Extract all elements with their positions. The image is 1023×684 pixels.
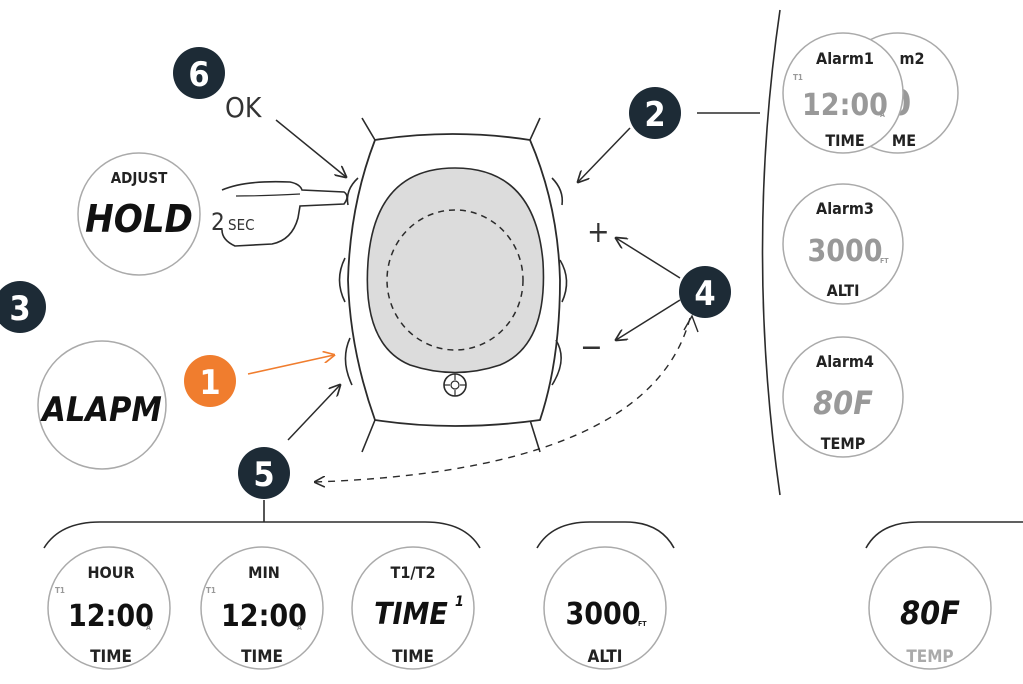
step-badge-2: 2 [629,87,681,139]
arrow-ok [275,119,346,177]
hour-setting-display: HOUR T1 12:00 A TIME [47,546,171,670]
alti-value: 3000 [565,597,640,632]
step-badge-1: 1 [184,355,236,407]
hour-sub: A [146,624,151,632]
step-number-6: 6 [188,55,209,95]
step-number-1: 1 [199,363,220,403]
button-up[interactable] [551,177,564,206]
alarm1-value: 12:00 [802,88,888,123]
alarm2-title: m2 [899,49,924,68]
hour-title: HOUR [87,563,134,582]
alarm3-title: Alarm3 [816,199,874,218]
t1t2-label: TIME [392,647,434,667]
hour-t1: T1 [55,586,65,595]
dashed-arrow-head-up [683,314,699,333]
step-number-3: 3 [9,289,30,329]
alti-setting-display: 3000 FT ALTI [543,546,667,670]
button-alarm[interactable] [338,257,346,303]
watch [338,117,568,453]
adjust-title: ADJUST [111,169,168,187]
adjust-display: ADJUST HOLD [77,152,201,276]
arrow-step5 [287,385,340,441]
min-label: TIME [241,647,283,667]
min-setting-display: MIN T1 12:00 A TIME [200,546,324,670]
step-badge-5: 5 [238,447,290,499]
min-t1: T1 [206,586,216,595]
crosshair-icon [443,373,467,397]
step-badge-4: 4 [679,266,731,318]
minus-label: − [580,330,603,365]
adjust-value: HOLD [85,197,193,241]
button-plus[interactable] [559,259,568,303]
button-minus[interactable] [551,339,562,386]
alarm3-sub: FT [880,257,889,265]
plus-label: + [587,215,610,250]
t1t2-value: TIME [374,597,448,632]
settings-bracket-time [43,521,481,549]
ok-label: OK [225,91,263,124]
alarm-bracket [761,9,781,496]
min-sub: A [297,624,302,632]
temp-value: 80F [900,594,960,632]
alarm-display-value: ALAPM [40,390,162,430]
step-number-5: 5 [253,455,274,495]
alarm4-title: Alarm4 [816,352,874,371]
alarm2-label: ME [892,131,916,150]
watch-face [366,167,545,374]
t1t2-mark: 1 [455,594,464,610]
alarm1-title: Alarm1 [816,49,874,68]
button-ok[interactable] [346,177,359,206]
alarm1-display: Alarm1 T1 12:00 A TIME [782,32,904,154]
arrow-plus [616,238,681,279]
alti-label: ALTI [588,647,623,667]
dashed-return-arrow [315,317,691,482]
alti-sub: FT [638,620,647,628]
temp-label: TEMP [906,647,953,667]
button-mode[interactable] [344,337,353,386]
min-title: MIN [248,563,280,582]
settings-bracket-temp [865,521,1023,549]
hour-label: TIME [90,647,132,667]
alarm1-label: TIME [825,131,864,150]
t1t2-setting-display: T1/T2 TIME 1 TIME [351,546,475,670]
step-badge-3: 3 [0,281,46,333]
arrow-minus [616,299,681,340]
settings-bracket-alti [536,521,675,549]
alarm1-sub: A [880,111,885,119]
alarm3-value: 3000 [807,234,882,269]
alarm4-display: Alarm4 80F TEMP [782,336,904,458]
alarm4-value: 80F [813,384,873,422]
arrow-step1 [247,355,334,375]
two-sec-number: 2 [211,208,225,236]
hour-value: 12:00 [68,599,154,634]
alarm3-label: ALTI [827,281,860,300]
two-sec-unit: SEC [228,216,255,234]
alarm1-t1: T1 [793,73,803,82]
min-value: 12:00 [221,599,307,634]
arrow-step2 [578,127,631,182]
alarm-display: ALAPM [37,340,167,470]
t1t2-title: T1/T2 [391,563,436,582]
step-number-2: 2 [644,95,665,135]
temp-setting-display: 80F TEMP [868,546,992,670]
watch-dial-inner [386,209,524,351]
alarm3-display: Alarm3 3000 FT ALTI [782,183,904,305]
hand-press-icon [221,180,348,247]
step-badge-6: 6 [173,47,225,99]
alarm4-label: TEMP [821,434,866,453]
step-number-4: 4 [694,274,715,314]
